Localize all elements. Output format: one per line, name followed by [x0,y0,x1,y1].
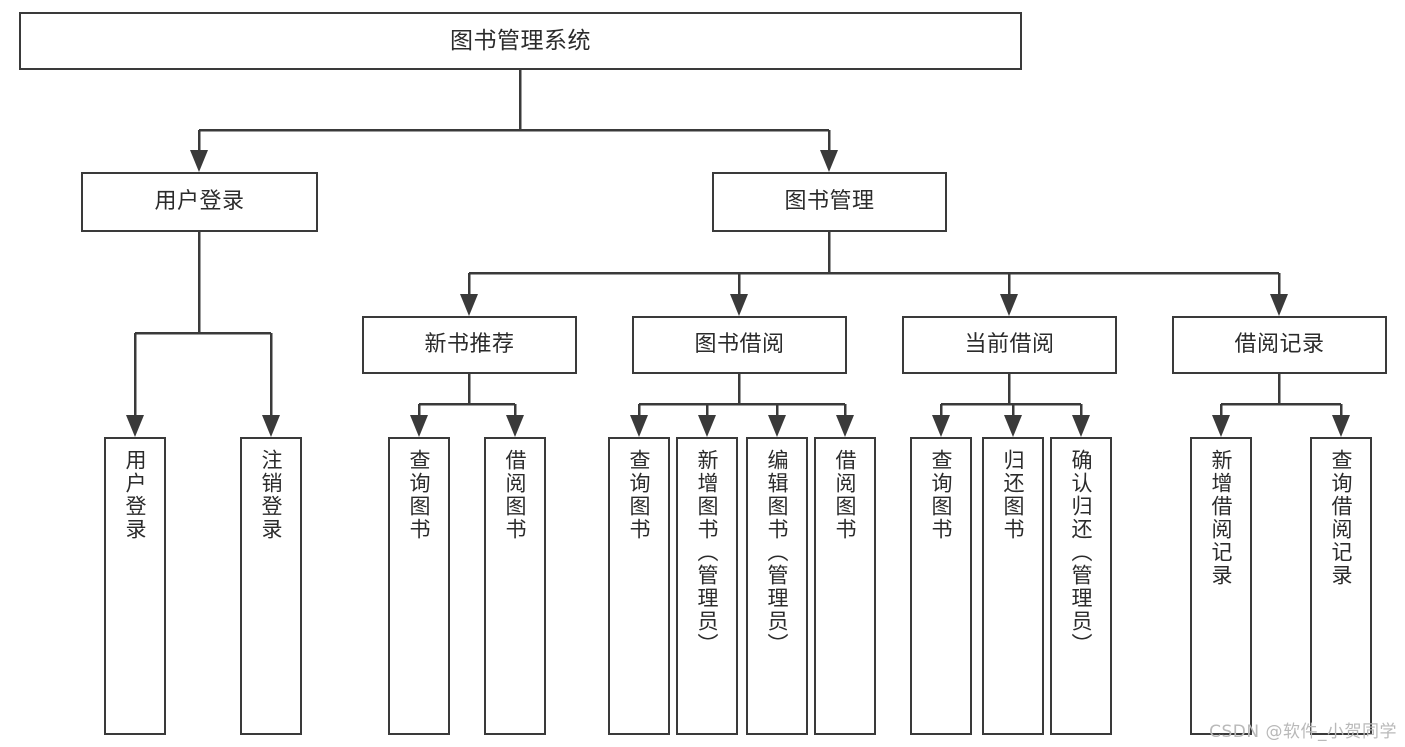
node-leaf-edit-book[interactable]: 编辑图书（管理员） [746,437,808,735]
node-leaf-query-book-3[interactable]: 查询图书 [910,437,972,735]
node-book-management-label: 图书管理 [784,189,875,215]
node-leaf-confirm-return-label: 确认归还（管理员） [1069,449,1094,656]
node-root[interactable]: 图书管理系统 [19,12,1022,70]
node-leaf-query-borrow-record[interactable]: 查询借阅记录 [1310,437,1372,735]
node-leaf-query-book-2-label: 查询图书 [627,449,652,541]
node-borrow-record-label: 借阅记录 [1234,332,1325,358]
node-leaf-user-login-label: 用户登录 [123,449,148,541]
node-leaf-borrow-book-1-label: 借阅图书 [503,449,528,541]
node-leaf-user-login[interactable]: 用户登录 [104,437,166,735]
node-current-borrow-label: 当前借阅 [964,332,1055,358]
node-leaf-user-logout-label: 注销登录 [259,449,284,541]
node-root-label: 图书管理系统 [450,27,591,54]
node-user-login[interactable]: 用户登录 [81,172,318,232]
watermark: CSDN @软件_小贺同学 [1209,722,1397,742]
node-leaf-return-book[interactable]: 归还图书 [982,437,1044,735]
node-leaf-borrow-book-2[interactable]: 借阅图书 [814,437,876,735]
node-leaf-borrow-book-2-label: 借阅图书 [833,449,858,541]
node-leaf-add-borrow-record-label: 新增借阅记录 [1209,449,1234,587]
node-leaf-edit-book-label: 编辑图书（管理员） [765,449,790,656]
node-borrow-record[interactable]: 借阅记录 [1172,316,1387,374]
node-new-book-recommend[interactable]: 新书推荐 [362,316,577,374]
node-book-borrow-label: 图书借阅 [694,332,785,358]
node-leaf-query-book-2[interactable]: 查询图书 [608,437,670,735]
node-user-login-label: 用户登录 [154,189,245,215]
node-leaf-user-logout[interactable]: 注销登录 [240,437,302,735]
node-leaf-add-borrow-record[interactable]: 新增借阅记录 [1190,437,1252,735]
node-leaf-query-book-1[interactable]: 查询图书 [388,437,450,735]
node-book-borrow[interactable]: 图书借阅 [632,316,847,374]
node-leaf-query-book-1-label: 查询图书 [407,449,432,541]
node-leaf-confirm-return[interactable]: 确认归还（管理员） [1050,437,1112,735]
node-leaf-return-book-label: 归还图书 [1001,449,1026,541]
node-current-borrow[interactable]: 当前借阅 [902,316,1117,374]
node-new-book-recommend-label: 新书推荐 [424,332,515,358]
node-leaf-query-book-3-label: 查询图书 [929,449,954,541]
node-leaf-add-book[interactable]: 新增图书（管理员） [676,437,738,735]
node-leaf-query-borrow-record-label: 查询借阅记录 [1329,449,1354,587]
node-book-management[interactable]: 图书管理 [712,172,947,232]
node-leaf-add-book-label: 新增图书（管理员） [695,449,720,656]
node-leaf-borrow-book-1[interactable]: 借阅图书 [484,437,546,735]
